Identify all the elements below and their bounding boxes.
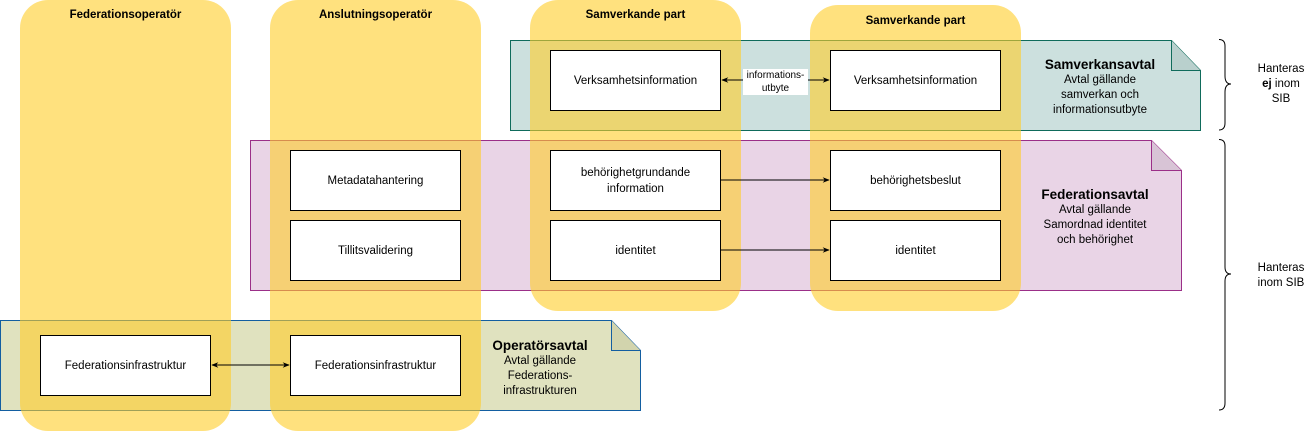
box-verksamhetsinformation-a[interactable]: Verksamhetsinformation <box>550 50 721 111</box>
emphasis-ej: ej <box>1262 78 1272 90</box>
samverkansavtal-text: Samverkansavtal Avtal gällande samverkan… <box>1020 56 1180 118</box>
edge-label-line: informations- <box>746 70 805 81</box>
box-label: Verksamhetsinformation <box>573 74 698 87</box>
box-identitet-a[interactable]: identitet <box>550 220 721 281</box>
note-line: Federations- <box>507 370 573 382</box>
label-hanteras-ej-inom-sib: Hanteras ej inom SIB <box>1250 62 1311 107</box>
note-line: Avtal gällande <box>503 355 577 367</box>
box-verksamhetsinformation-b[interactable]: Verksamhetsinformation <box>830 50 1001 111</box>
box-label: identitet <box>895 244 936 257</box>
box-tillitsvalidering[interactable]: Tillitsvalidering <box>290 220 461 281</box>
brace-label-line: Hanteras <box>1257 262 1305 274</box>
lane-title: Samverkande part <box>585 9 686 21</box>
box-label: Verksamhetsinformation <box>853 74 978 87</box>
box-federationsinfrastruktur-operator[interactable]: Federationsinfrastruktur <box>40 335 211 396</box>
brace-sib-icon <box>1218 139 1232 411</box>
box-label: identitet <box>615 244 656 257</box>
brace-label-text: inom <box>1271 78 1300 90</box>
brace-label-line: SIB <box>1271 93 1291 105</box>
edge-label-line: utbyte <box>761 83 790 94</box>
box-behorighetsbeslut[interactable]: behörighetsbeslut <box>830 150 1001 211</box>
brace-label-line: inom SIB <box>1257 277 1305 289</box>
brace-label-line: ej inom <box>1250 77 1311 92</box>
note-line: Avtal gällande <box>1063 74 1137 86</box>
note-line: och behörighet <box>1056 234 1134 246</box>
samverkansavtal-title: Samverkansavtal <box>1044 57 1156 72</box>
federationsavtal-text: Federationsavtal Avtal gällande Samordna… <box>1010 186 1180 248</box>
lane-title: Anslutningsoperatör <box>318 9 433 21</box>
operatorsavtal-text: Operatörsavtal Avtal gällande Federation… <box>465 337 615 399</box>
brace-not-sib-icon <box>1218 39 1232 131</box>
box-label: behörighetgrundande information <box>580 166 691 195</box>
lane-title: Samverkande part <box>865 15 966 27</box>
note-line: infrastrukturen <box>503 385 577 397</box>
box-label: behörighetsbeslut <box>870 174 961 187</box>
box-label: Federationsinfrastruktur <box>314 359 437 372</box>
note-line: Avtal gällande <box>1058 204 1132 216</box>
note-line: Samordnad identitet <box>1043 219 1147 231</box>
note-line: informationsutbyte <box>1053 104 1147 116</box>
box-label: Tillitsvalidering <box>338 244 413 257</box>
box-label: Federationsinfrastruktur <box>64 359 187 372</box>
box-identitet-b[interactable]: identitet <box>830 220 1001 281</box>
lane-title: Federationsoperatör <box>69 9 182 21</box>
box-metadatahantering[interactable]: Metadatahantering <box>290 150 461 211</box>
brace-label-line: Hanteras <box>1257 63 1305 75</box>
box-label: Metadatahantering <box>327 174 424 187</box>
box-federationsinfrastruktur-anslutning[interactable]: Federationsinfrastruktur <box>290 335 461 396</box>
informationsutbyte-label: informations- utbyte <box>743 69 808 95</box>
operatorsavtal-title: Operatörsavtal <box>492 338 588 353</box>
federationsavtal-title: Federationsavtal <box>1041 187 1149 202</box>
label-hanteras-inom-sib: Hanteras inom SIB <box>1252 261 1310 291</box>
note-line: samverkan och <box>1061 89 1139 101</box>
box-behorighetgrundande-information[interactable]: behörighetgrundande information <box>550 150 721 211</box>
